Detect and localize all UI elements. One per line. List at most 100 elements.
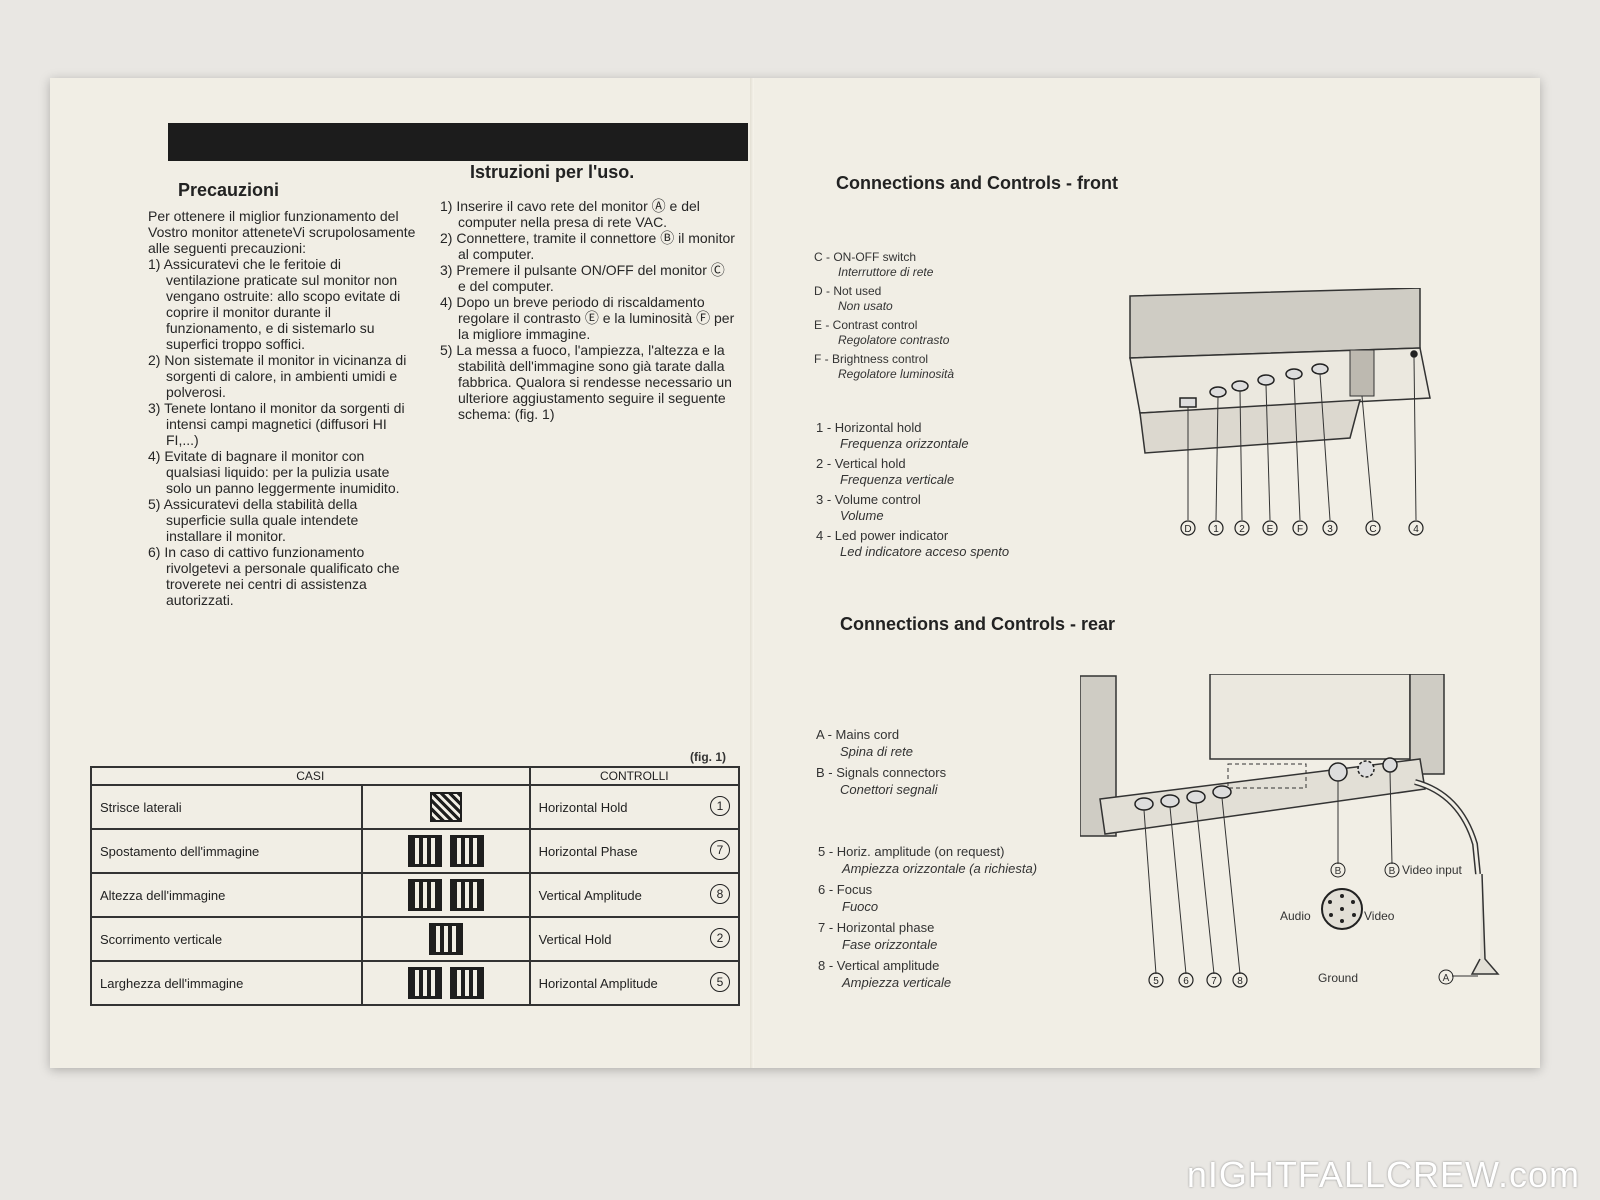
precauzioni-item: 2) Non sistemate il monitor in vicinanza…	[148, 352, 407, 400]
istruzioni-item: 5) La messa a fuoco, l'ampiezza, l'altez…	[440, 342, 732, 422]
callout-label: 6	[1183, 976, 1189, 987]
manual-page: Precauzioni Istruzioni per l'uso. Per ot…	[50, 78, 1540, 1068]
legend-label: B - Signals connectors	[816, 765, 947, 780]
callout-label: D	[1184, 524, 1191, 535]
callout-label: 8	[1237, 976, 1243, 987]
side-stripes-icon	[429, 792, 462, 822]
istruzioni-item: 2) Connettere, tramite il connettore Ⓑ i…	[440, 230, 735, 262]
controllo-label: Horizontal Hold	[538, 799, 628, 815]
callout-circle	[1365, 520, 1381, 536]
caso-cell: Altezza dell'immagine	[90, 872, 363, 918]
callout-circle	[1232, 972, 1248, 988]
audio-label: Audio	[1280, 909, 1311, 923]
legend-label: E - Contrast control	[814, 318, 918, 332]
precauzioni-text: Per ottenere il miglior funzionamento de…	[148, 208, 418, 608]
legend-italic: Volume	[840, 508, 884, 523]
legend-row: 5 - Horiz. amplitude (on request)Ampiezz…	[818, 843, 1098, 877]
legend-italic: Ampiezza verticale	[842, 975, 952, 990]
control-number: 8	[710, 884, 730, 904]
casi-controlli-table: CASI CONTROLLI Strisce laterali Horizont…	[90, 766, 741, 1006]
caso-cell: Strisce laterali	[90, 784, 363, 830]
precauzioni-item: 4) Evitate di bagnare il monitor con qua…	[148, 448, 400, 496]
caso-cell: Scorrimento verticale	[90, 916, 363, 962]
caso-cell: Spostamento dell'immagine	[90, 828, 363, 874]
callout-circle	[1206, 972, 1222, 988]
legend-label: 4 - Led power indicator	[816, 528, 949, 543]
header-black-bar	[168, 123, 748, 161]
legend-label: 7 - Horizontal phase	[818, 920, 935, 935]
caso-icons	[360, 872, 531, 918]
precauzioni-intro: Per ottenere il miglior funzionamento de…	[148, 208, 416, 256]
header-casi: CASI	[90, 766, 531, 786]
precauzioni-item: 5) Assicuratevi della stabilità della su…	[148, 496, 359, 544]
rear-title: Connections and Controls - rear	[840, 614, 1116, 634]
legend-label: D - Not used	[814, 284, 882, 298]
table-header-row: CASI CONTROLLI	[90, 766, 741, 786]
screen-height-icon	[449, 879, 484, 911]
legend-label: C - ON-OFF switch	[814, 250, 916, 264]
screen-width-icon	[407, 967, 442, 999]
callout-label: 2	[1239, 524, 1245, 535]
callout-label: C	[1369, 524, 1376, 535]
callout-label: 7	[1211, 976, 1217, 987]
legend-label: 1 - Horizontal hold	[816, 420, 922, 435]
b-label: B	[1389, 866, 1396, 877]
callout-circle	[1208, 520, 1224, 536]
callout-circle	[1178, 972, 1194, 988]
fig-label: (fig. 1)	[690, 750, 726, 764]
istruzioni-item: 4) Dopo un breve periodo di riscaldament…	[440, 294, 735, 342]
precauzioni-title: Precauzioni	[178, 180, 280, 200]
legend-italic: Regolatore luminosità	[838, 367, 955, 381]
legend-italic: Conettori segnali	[840, 782, 938, 797]
legend-label: 2 - Vertical hold	[816, 456, 906, 471]
legend-italic: Frequenza verticale	[840, 472, 955, 487]
controllo-label: Vertical Amplitude	[538, 887, 642, 903]
legend-label: 8 - Vertical amplitude	[818, 958, 940, 973]
legend-label: 6 - Focus	[818, 882, 873, 897]
page-fold	[750, 78, 754, 1068]
legend-label: 3 - Volume control	[816, 492, 921, 507]
legend-italic: Spina di rete	[840, 744, 913, 759]
caso-cell: Larghezza dell'immagine	[90, 960, 363, 1006]
legend-italic: Interruttore di rete	[838, 265, 934, 279]
caso-icons	[360, 784, 531, 830]
rear-legend-numbers: 5 - Horiz. amplitude (on request)Ampiezz…	[818, 843, 1098, 995]
legend-italic: Regolatore contrasto	[838, 333, 950, 347]
callout-label: 5	[1153, 976, 1159, 987]
legend-italic: Frequenza orizzontale	[840, 436, 969, 451]
caso-icons	[360, 828, 531, 874]
caso-icons	[360, 960, 531, 1006]
precauzioni-item: 3) Tenete lontano il monitor da sorgenti…	[148, 400, 405, 448]
istruzioni-title: Istruzioni per l'uso.	[470, 162, 635, 182]
b-label: B	[1335, 866, 1342, 877]
header-controlli: CONTROLLI	[528, 766, 741, 786]
watermark: nIGHTFALLCREW.com	[1186, 1154, 1580, 1195]
callout-label: E	[1267, 524, 1274, 535]
screen-shift-icon	[407, 835, 442, 867]
control-number: 2	[710, 928, 730, 948]
a-label: A	[1443, 973, 1450, 984]
callout-circle	[1180, 520, 1196, 536]
b-callout-1: B	[1330, 862, 1346, 878]
controllo-label: Horizontal Amplitude	[538, 975, 658, 991]
vertical-roll-icon	[428, 923, 463, 955]
legend-italic: Led indicatore acceso spento	[840, 544, 1010, 559]
